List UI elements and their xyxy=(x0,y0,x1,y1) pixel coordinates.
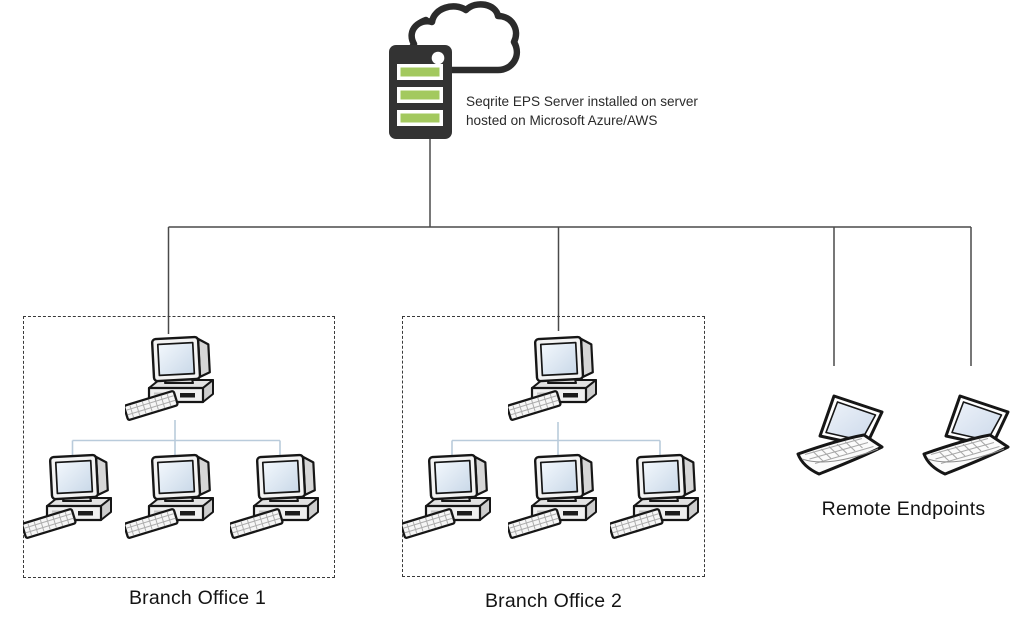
server-icon xyxy=(389,45,452,139)
server-power-light xyxy=(431,51,445,65)
server-caption-line1: Seqrite EPS Server installed on server xyxy=(466,94,698,109)
server-caption-line2: hosted on Microsoft Azure/AWS xyxy=(466,112,658,128)
desktop-computer-icon xyxy=(230,452,326,540)
laptop-icon xyxy=(918,390,1014,480)
branch-office-1-label: Branch Office 1 xyxy=(128,587,267,609)
branch-office-2-box xyxy=(402,316,705,577)
branch-office-2-label: Branch Office 2 xyxy=(484,590,623,612)
server-drive-bays xyxy=(397,64,443,126)
desktop-computer-icon xyxy=(508,334,604,422)
desktop-computer-icon xyxy=(610,452,706,540)
desktop-computer-icon xyxy=(125,452,221,540)
backbone-lines xyxy=(167,139,972,366)
desktop-computer-icon xyxy=(402,452,498,540)
branch-office-1-box xyxy=(23,316,335,578)
server-caption: Seqrite EPS Server installed on server h… xyxy=(466,93,698,130)
cloud-server-icon xyxy=(389,1,521,139)
desktop-computer-icon xyxy=(125,334,221,422)
laptop-icon xyxy=(792,390,888,480)
remote-endpoints-label: Remote Endpoints xyxy=(821,498,986,520)
desktop-computer-icon xyxy=(23,452,119,540)
desktop-computer-icon xyxy=(508,452,604,540)
